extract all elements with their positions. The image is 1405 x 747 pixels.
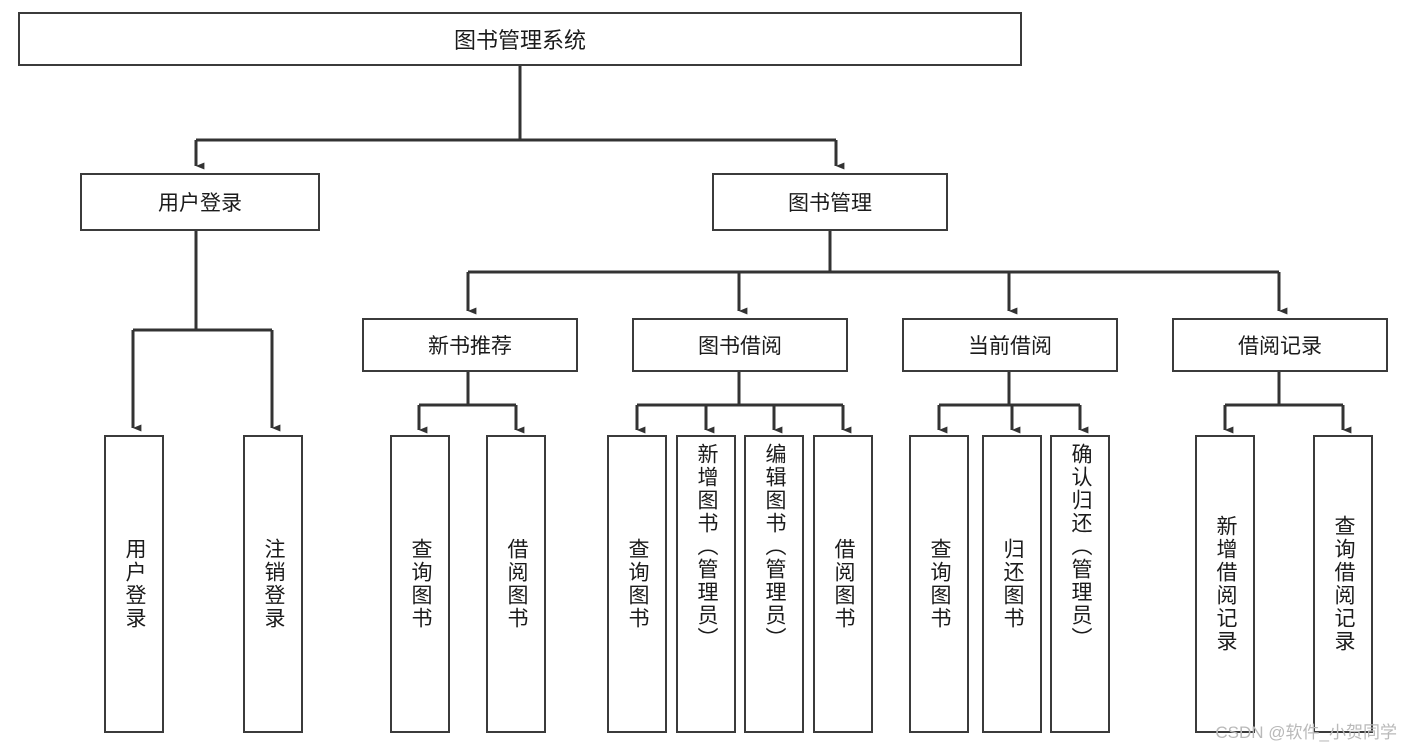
node-label: 查询图书 bbox=[409, 538, 433, 630]
node-book-management[interactable]: 图书管理 bbox=[712, 173, 948, 231]
leaf-user-login[interactable]: 用户登录 bbox=[104, 435, 164, 733]
leaf-logout-login[interactable]: 注销登录 bbox=[243, 435, 303, 733]
node-book-borrow[interactable]: 图书借阅 bbox=[632, 318, 848, 372]
leaf-query-borrow-record[interactable]: 查询借阅记录 bbox=[1313, 435, 1373, 733]
leaf-borrow-book-recommend[interactable]: 借阅图书 bbox=[486, 435, 546, 733]
leaf-confirm-return-admin[interactable]: 确认归还（管理员） bbox=[1050, 435, 1110, 733]
node-label: 查询图书 bbox=[626, 538, 650, 630]
leaf-edit-book-admin[interactable]: 编辑图书（管理员） bbox=[744, 435, 804, 733]
leaf-query-book-current[interactable]: 查询图书 bbox=[909, 435, 969, 733]
node-label: 当前借阅 bbox=[968, 335, 1052, 358]
node-label: 借阅记录 bbox=[1238, 335, 1322, 358]
watermark-csdn: CSDN @软件_小贺同学 bbox=[1215, 723, 1397, 742]
node-label: 注销登录 bbox=[262, 538, 286, 630]
leaf-add-borrow-record[interactable]: 新增借阅记录 bbox=[1195, 435, 1255, 733]
node-label: 图书管理 bbox=[788, 192, 872, 215]
leaf-borrow-book-borrow[interactable]: 借阅图书 bbox=[813, 435, 873, 733]
node-label: 新增图书（管理员） bbox=[695, 443, 719, 650]
node-label: 用户登录 bbox=[158, 192, 242, 215]
node-label: 图书借阅 bbox=[698, 335, 782, 358]
node-borrow-record[interactable]: 借阅记录 bbox=[1172, 318, 1388, 372]
node-label: 借阅图书 bbox=[505, 538, 529, 630]
node-label: 查询图书 bbox=[928, 538, 952, 630]
leaf-query-book-recommend[interactable]: 查询图书 bbox=[390, 435, 450, 733]
leaf-return-book[interactable]: 归还图书 bbox=[982, 435, 1042, 733]
leaf-add-book-admin[interactable]: 新增图书（管理员） bbox=[676, 435, 736, 733]
node-label: 新书推荐 bbox=[428, 335, 512, 358]
node-label: 新增借阅记录 bbox=[1214, 515, 1238, 653]
node-label: 借阅图书 bbox=[832, 538, 856, 630]
node-label: 确认归还（管理员） bbox=[1069, 443, 1093, 650]
node-label: 编辑图书（管理员） bbox=[763, 443, 787, 650]
node-label: 用户登录 bbox=[123, 538, 147, 630]
node-label: 归还图书 bbox=[1001, 538, 1025, 630]
node-user-login[interactable]: 用户登录 bbox=[80, 173, 320, 231]
node-root-book-management-system[interactable]: 图书管理系统 bbox=[18, 12, 1022, 66]
leaf-query-book-borrow[interactable]: 查询图书 bbox=[607, 435, 667, 733]
node-new-book-recommend[interactable]: 新书推荐 bbox=[362, 318, 578, 372]
node-current-borrow[interactable]: 当前借阅 bbox=[902, 318, 1118, 372]
node-label: 查询借阅记录 bbox=[1332, 515, 1356, 653]
node-label: 图书管理系统 bbox=[453, 28, 586, 53]
